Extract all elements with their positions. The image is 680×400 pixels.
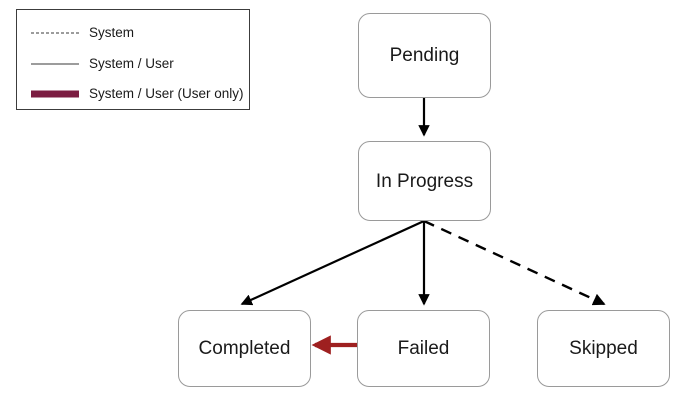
state-node-pending[interactable]: Pending xyxy=(358,13,491,98)
state-node-completed[interactable]: Completed xyxy=(178,310,311,387)
dashed-line-icon xyxy=(31,27,79,39)
edge-inprogress-to-skipped xyxy=(423,219,606,306)
legend-item-system-user: System / User xyxy=(17,53,249,75)
state-node-label: In Progress xyxy=(375,170,474,192)
state-node-failed[interactable]: Failed xyxy=(357,310,490,387)
state-node-label: Failed xyxy=(397,338,450,359)
edge-inprogress-to-completed xyxy=(240,219,425,306)
legend-item-label: System / User xyxy=(89,56,174,72)
state-node-label: Pending xyxy=(389,45,460,66)
state-node-label: Completed xyxy=(198,338,291,359)
state-node-skipped[interactable]: Skipped xyxy=(537,310,670,387)
legend: System System / User System / User (User… xyxy=(16,9,250,110)
state-node-in-progress[interactable]: In Progress xyxy=(358,141,491,221)
legend-item-system-user-user-only: System / User (User only) xyxy=(17,83,249,105)
thick-line-icon xyxy=(31,88,79,100)
legend-item-label: System xyxy=(89,25,135,41)
legend-item-system: System xyxy=(17,22,249,44)
solid-line-icon xyxy=(31,58,79,70)
legend-item-label: System / User (User only) xyxy=(89,86,244,102)
state-node-label: Skipped xyxy=(569,338,638,359)
